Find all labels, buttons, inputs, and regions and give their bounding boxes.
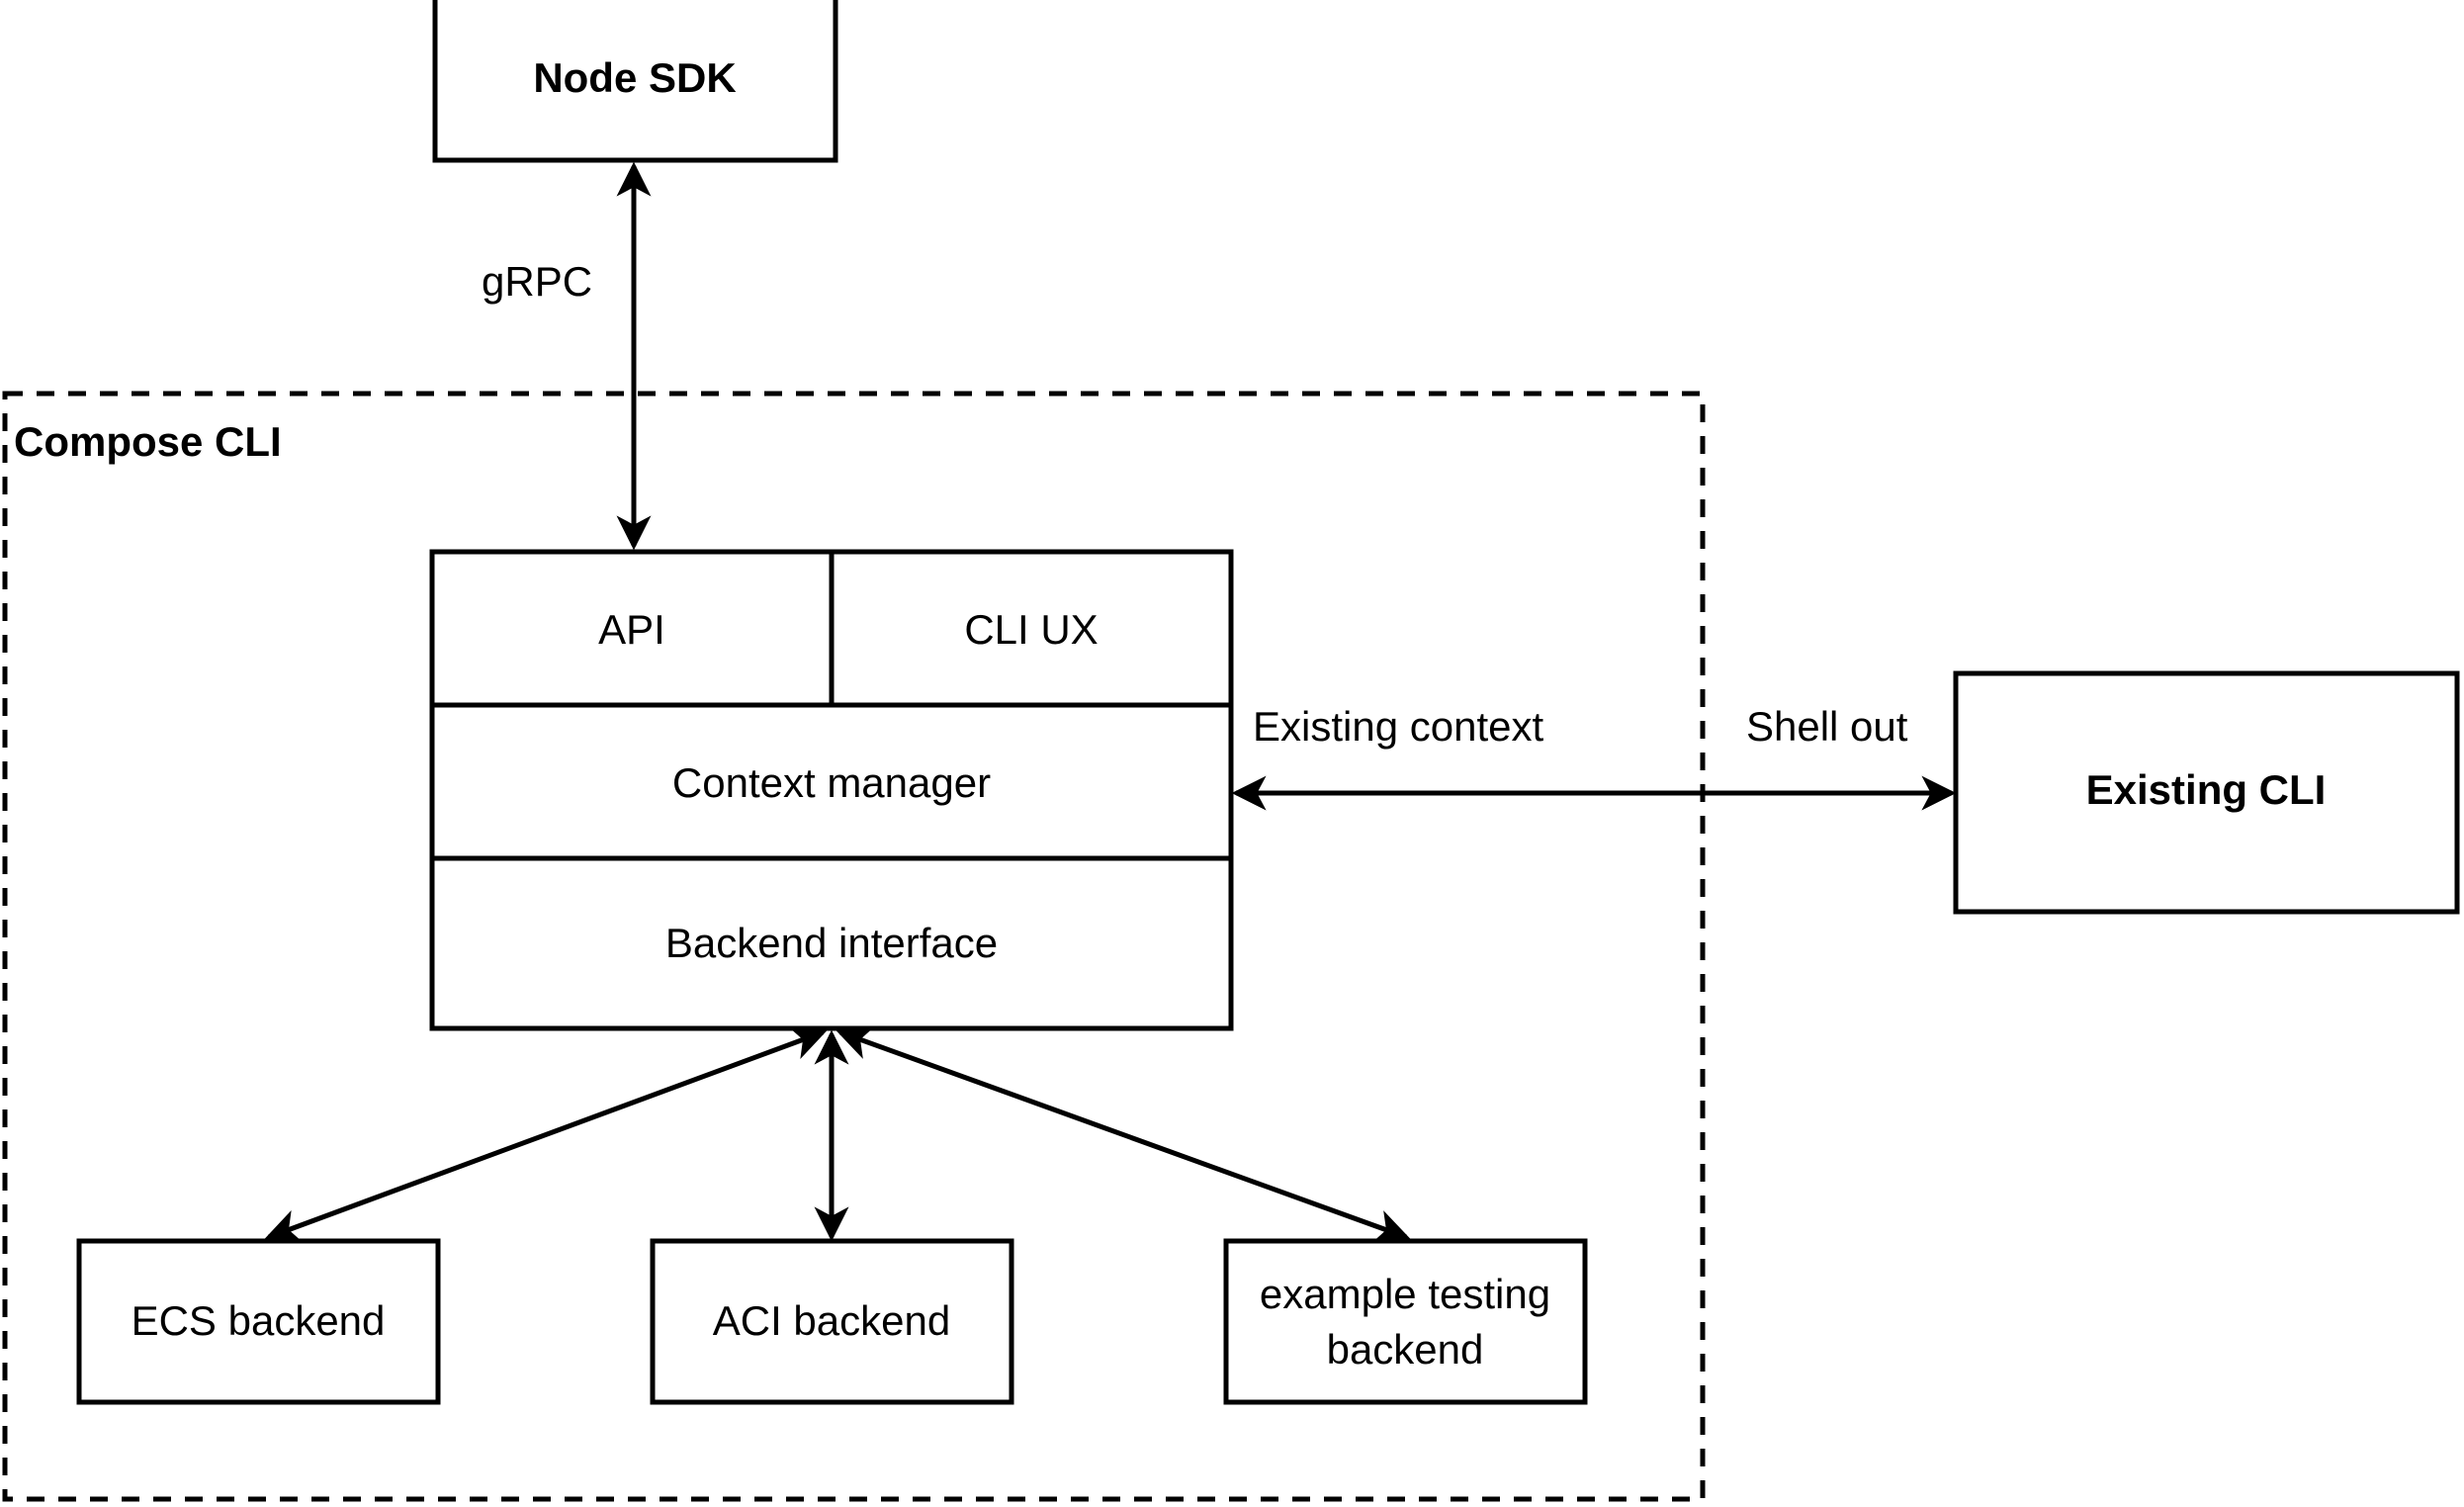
aci-backend-node[interactable]: ACI backend	[650, 1238, 1014, 1405]
ecs-backend-arrow	[264, 1026, 828, 1243]
compose-cli-group-label: Compose CLI	[14, 418, 282, 465]
node-sdk-node[interactable]: Node SDK	[432, 0, 838, 163]
backend-interface-label: Backend interface	[665, 920, 998, 966]
ecs-backend-node[interactable]: ECS backend	[76, 1238, 441, 1405]
grpc-edge-label: gRPC	[482, 258, 592, 305]
existing-cli-box[interactable]	[1953, 670, 2460, 915]
node-sdk-box[interactable]	[432, 0, 838, 163]
example-testing-backend-box[interactable]	[1223, 1238, 1588, 1405]
backend-edges	[264, 1025, 1411, 1244]
compose-cli-group-border	[2, 391, 1706, 1502]
aci-backend-box[interactable]	[650, 1238, 1014, 1405]
context-manager-node[interactable]: Context manager	[672, 759, 991, 806]
existing-cli-label: Existing CLI	[2086, 766, 2327, 813]
node-sdk-label: Node SDK	[533, 54, 736, 101]
cli-ux-node[interactable]: CLI UX	[964, 606, 1098, 653]
grpc-edge: gRPC	[482, 161, 652, 551]
compose-cli-stack: API CLI UX Context manager Backend inter…	[429, 549, 1234, 1031]
example-testing-backend-label-line1: example testing	[1260, 1271, 1550, 1317]
aci-backend-label: ACI backend	[713, 1297, 950, 1344]
ecs-backend-label: ECS backend	[132, 1297, 386, 1344]
ecs-backend-box[interactable]	[76, 1238, 441, 1405]
backend-interface-node[interactable]: Backend interface	[665, 920, 998, 966]
example-testing-backend-node[interactable]: example testing backend	[1223, 1238, 1588, 1405]
context-existing-cli-edge: Existing context Shell out	[1231, 703, 1957, 811]
example-testing-backend-label-line2: backend	[1327, 1326, 1484, 1373]
existing-context-edge-label: Existing context	[1253, 703, 1543, 750]
example-testing-backend-arrow	[836, 1025, 1411, 1244]
context-manager-label: Context manager	[672, 759, 991, 806]
compose-cli-group: Compose CLI	[2, 391, 1706, 1502]
shell-out-edge-label: Shell out	[1746, 703, 1908, 750]
existing-cli-node[interactable]: Existing CLI	[1953, 670, 2460, 915]
api-label: API	[598, 606, 665, 653]
cli-ux-label: CLI UX	[964, 606, 1098, 653]
api-node[interactable]: API	[598, 606, 665, 653]
